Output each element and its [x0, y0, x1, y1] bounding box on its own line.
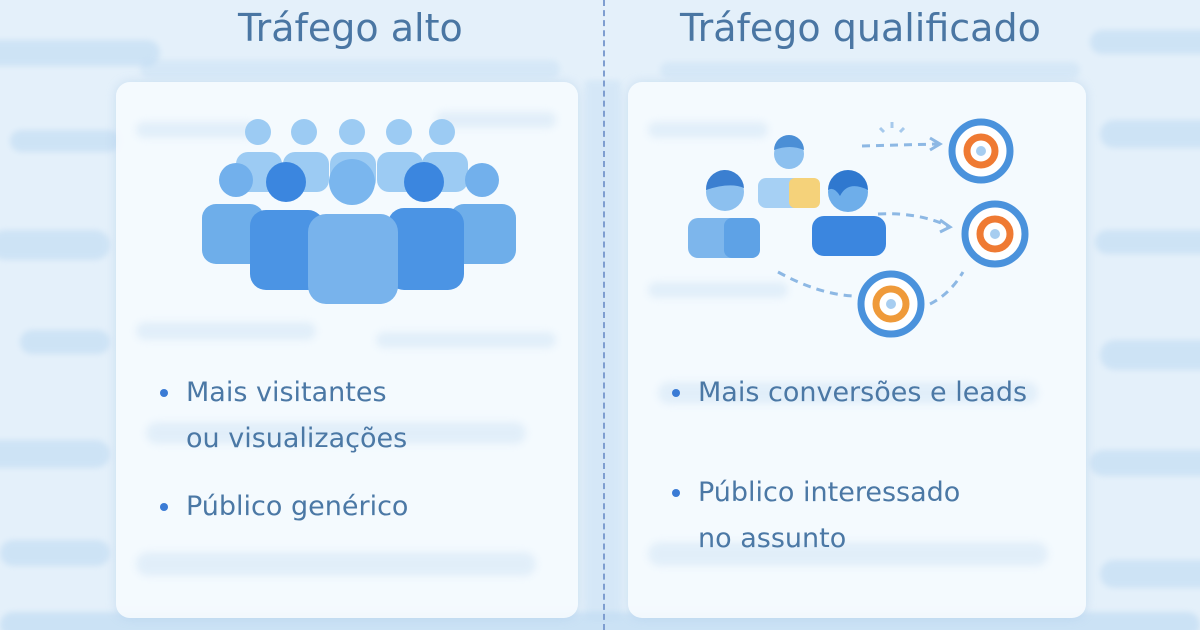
left-title: Tráfego alto — [238, 6, 463, 50]
bullet-text: Público interessado — [698, 477, 961, 508]
crowd-of-people-icon — [202, 119, 516, 304]
bullet-text-continued: ou visualizações — [186, 423, 408, 454]
target-icon — [948, 118, 1014, 184]
person-icon — [758, 135, 820, 208]
bullet-text: Mais conversões e leads — [698, 377, 1028, 408]
person-icon — [688, 169, 760, 258]
bullet-dot-icon — [160, 389, 168, 397]
high-traffic-bullets: Mais visitantes ou visualizações Público… — [156, 370, 408, 530]
bullet-dot-icon — [672, 489, 680, 497]
people-to-targets-icon — [688, 118, 1029, 338]
bullet-item: Mais visitantes ou visualizações — [156, 370, 408, 462]
bullet-dot-icon — [160, 503, 168, 511]
bullet-item: Mais conversões e leads — [668, 370, 1027, 416]
bullet-text: Público genérico — [186, 491, 409, 522]
dashed-divider — [603, 0, 605, 630]
qualified-traffic-card: Mais conversões e leads Público interess… — [628, 82, 1086, 618]
person-icon — [812, 170, 886, 256]
bullet-text-continued: no assunto — [698, 523, 847, 554]
qualified-traffic-bullets: Mais conversões e leads Público interess… — [668, 370, 1027, 562]
right-title: Tráfego qualificado — [680, 6, 1041, 50]
target-icon — [961, 200, 1029, 268]
bullet-item: Público genérico — [156, 484, 408, 530]
bullet-text: Mais visitantes — [186, 377, 387, 408]
target-icon — [857, 270, 925, 338]
bullet-dot-icon — [672, 389, 680, 397]
bullet-item: Público interessado no assunto — [668, 470, 1027, 562]
high-traffic-card: Mais visitantes ou visualizações Público… — [116, 82, 578, 618]
